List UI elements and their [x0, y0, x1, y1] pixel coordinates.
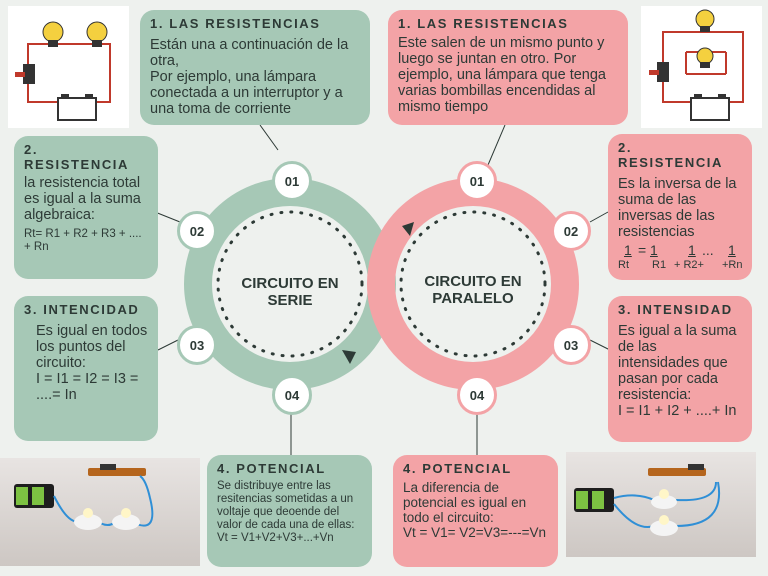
connector-lines — [154, 124, 611, 455]
serie-box-2-text: la resistencia total es igual a la suma … — [24, 175, 141, 223]
formula-num-3: 1 — [688, 242, 696, 258]
parallel-circuit-photo — [566, 452, 756, 557]
serie-badge-02: 02 — [177, 211, 217, 251]
serie-dotted-ring — [216, 210, 364, 358]
formula-den-r1: R1 — [652, 259, 667, 271]
serie-box-2: 2. RESISTENCIA la resistencia total es i… — [14, 136, 158, 279]
formula-den-rt: Rt — [618, 259, 629, 271]
formula-num-1: 1 — [624, 242, 632, 258]
formula-num-2: 1 — [650, 242, 658, 258]
paralelo-box-4-text: La diferencia de potencial es igual en t… — [403, 480, 546, 540]
serie-badge-03: 03 — [177, 325, 217, 365]
paralelo-box-3-title: 3. INTENSIDAD — [618, 302, 733, 317]
serie-box-2-formula: Rt= R1 + R2 + R3 + .... + Rn — [24, 228, 142, 253]
serie-title: CIRCUITO EN SERIE — [241, 275, 339, 309]
paralelo-badge-04: 04 — [457, 375, 497, 415]
serie-box-1-text: Están una a continuación de la otra, Por… — [150, 37, 349, 117]
paralelo-box-1: 1. LAS RESISTENCIAS Este salen de un mis… — [388, 10, 628, 125]
serie-arrow — [342, 350, 356, 364]
paralelo-arrow — [402, 222, 414, 236]
paralelo-box-1-title: 1. LAS RESISTENCIAS — [398, 16, 569, 31]
formula-dots: ... — [702, 242, 714, 258]
serie-box-2-title: 2. RESISTENCIA — [24, 142, 130, 172]
serie-box-3-text: Es igual en todos los puntos del circuit… — [36, 323, 148, 403]
serie-box-3-title: 3. INTENCIDAD — [24, 302, 140, 317]
formula-num-4: 1 — [728, 242, 736, 258]
paralelo-box-4-title: 4. POTENCIAL — [403, 461, 512, 476]
paralelo-box-4: 4. POTENCIAL La diferencia de potencial … — [393, 455, 558, 567]
series-circuit-photo — [0, 458, 200, 566]
formula-eq: = — [638, 242, 647, 258]
paralelo-badge-03: 03 — [551, 325, 591, 365]
series-circuit-schematic — [8, 6, 129, 128]
paralelo-box-1-text: Este salen de un mismo punto y luego se … — [398, 35, 606, 115]
serie-box-1: 1. LAS RESISTENCIAS Están una a continua… — [140, 10, 370, 125]
serie-box-4-text: Se distribuye entre las resitencias some… — [217, 480, 355, 544]
serie-badge-01: 01 — [272, 161, 312, 201]
paralelo-badge-02: 02 — [551, 211, 591, 251]
paralelo-dotted-ring — [399, 210, 547, 358]
paralelo-box-3: 3. INTENSIDAD Es igual a la suma de las … — [608, 296, 752, 442]
paralelo-box-2-formula: 1 = 1 1 ... 1 Rt R1 + R2+ +Rn — [618, 242, 743, 272]
serie-box-1-title: 1. LAS RESISTENCIAS — [150, 16, 321, 31]
serie-box-4: 4. POTENCIAL Se distribuye entre las res… — [207, 455, 372, 567]
paralelo-box-2: 2. RESISTENCIA Es la inversa de la suma … — [608, 134, 752, 280]
formula-den-r2: + R2+ — [674, 259, 704, 271]
formula-den-rn: +Rn — [722, 259, 743, 271]
paralelo-badge-01: 01 — [457, 161, 497, 201]
parallel-circuit-schematic — [641, 6, 762, 128]
serie-badge-04: 04 — [272, 375, 312, 415]
paralelo-box-3-text: Es igual a la suma de las intensidades q… — [618, 323, 737, 419]
paralelo-title: CIRCUITO EN PARALELO — [424, 273, 522, 307]
paralelo-box-2-title: 2. RESISTENCIA — [618, 140, 724, 170]
serie-box-3: 3. INTENCIDAD Es igual en todos los punt… — [14, 296, 158, 441]
paralelo-box-2-text: Es la inversa de la suma de las inversas… — [618, 176, 737, 240]
serie-box-4-title: 4. POTENCIAL — [217, 461, 326, 476]
